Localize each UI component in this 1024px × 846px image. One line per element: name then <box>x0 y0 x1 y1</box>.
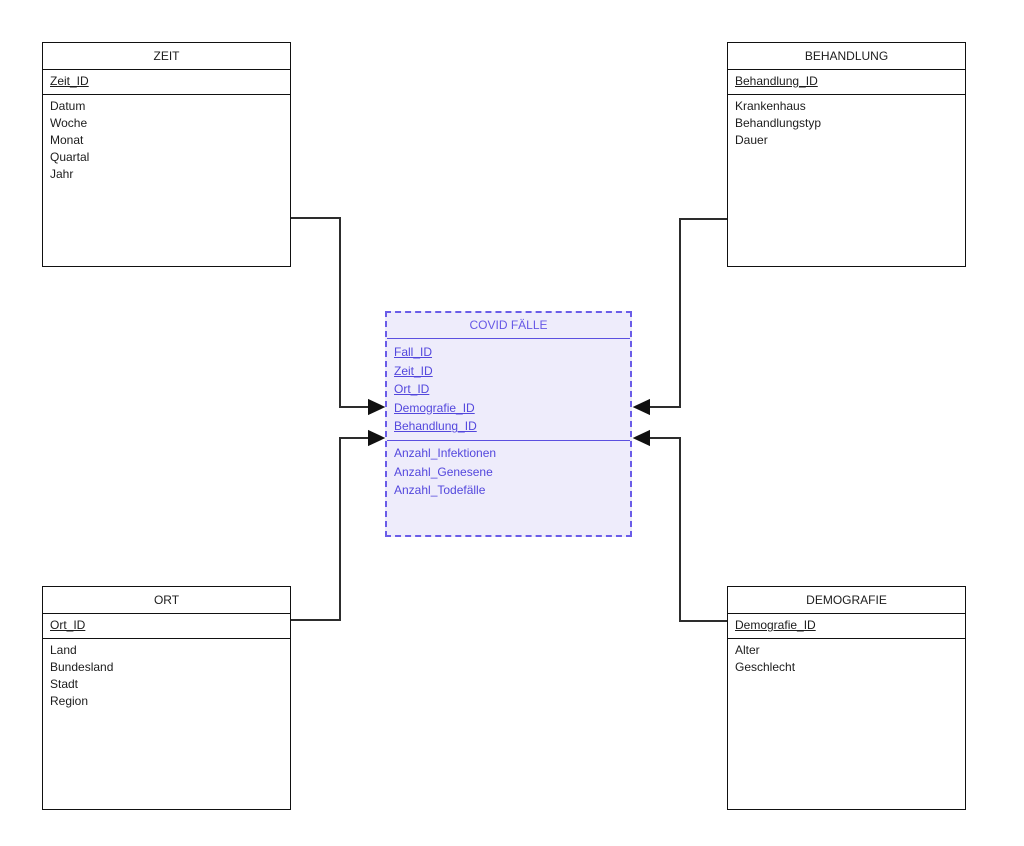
connector-behandlung-covid[interactable] <box>632 218 727 416</box>
attribute-field: Behandlungstyp <box>735 116 822 130</box>
attribute-field: Anzahl_Todefälle <box>394 483 486 498</box>
entity-behandlung-attributes: Krankenhaus Behandlungstyp Dauer <box>728 95 965 152</box>
pk-field: Zeit_ID <box>50 74 89 88</box>
arrowhead-icon <box>632 429 650 447</box>
entity-demografie-title: DEMOGRAFIE <box>728 587 965 614</box>
entity-ort-title: ORT <box>43 587 290 614</box>
entity-behandlung[interactable]: BEHANDLUNG Behandlung_ID Krankenhaus Beh… <box>727 42 966 267</box>
attribute-field: Anzahl_Genesene <box>394 464 493 479</box>
attribute-field: Datum <box>50 99 86 113</box>
pk-field: Demografie_ID <box>735 618 816 632</box>
entity-zeit-attributes: Datum Woche Monat Quartal Jahr <box>43 95 290 186</box>
connector-zeit-covid[interactable] <box>291 217 386 416</box>
attribute-field: Krankenhaus <box>735 99 806 113</box>
arrowhead-icon <box>368 398 386 416</box>
entity-behandlung-title: BEHANDLUNG <box>728 43 965 70</box>
entity-covid-faelle-attributes: Anzahl_Infektionen Anzahl_Genesene Anzah… <box>387 441 630 503</box>
attribute-field: Dauer <box>735 133 768 147</box>
entity-zeit-pk-section: Zeit_ID <box>43 70 290 95</box>
connector-demografie-covid[interactable] <box>632 429 727 622</box>
pk-field: Ort_ID <box>394 382 430 397</box>
pk-field: Demografie_ID <box>394 400 475 415</box>
entity-covid-faelle-title: COVID FÄLLE <box>387 313 630 339</box>
attribute-field: Stadt <box>50 677 79 691</box>
attribute-field: Region <box>50 694 89 708</box>
attribute-field: Jahr <box>50 167 74 181</box>
entity-ort-pk-section: Ort_ID <box>43 614 290 639</box>
attribute-field: Anzahl_Infektionen <box>394 445 497 460</box>
entity-zeit[interactable]: ZEIT Zeit_ID Datum Woche Monat Quartal J… <box>42 42 291 267</box>
entity-behandlung-pk-section: Behandlung_ID <box>728 70 965 95</box>
connector-ort-covid[interactable] <box>291 429 386 621</box>
arrowhead-icon <box>632 398 650 416</box>
arrowhead-icon <box>368 429 386 447</box>
attribute-field: Monat <box>50 133 84 147</box>
entity-demografie[interactable]: DEMOGRAFIE Demografie_ID Alter Geschlech… <box>727 586 966 810</box>
attribute-field: Bundesland <box>50 660 114 674</box>
pk-field: Zeit_ID <box>394 363 433 378</box>
pk-field: Behandlung_ID <box>735 74 818 88</box>
entity-demografie-pk-section: Demografie_ID <box>728 614 965 639</box>
attribute-field: Land <box>50 643 77 657</box>
entity-covid-faelle-pk-section: Fall_ID Zeit_ID Ort_ID Demografie_ID Beh… <box>387 339 630 441</box>
pk-field: Behandlung_ID <box>394 419 477 434</box>
entity-ort[interactable]: ORT Ort_ID Land Bundesland Stadt Region <box>42 586 291 810</box>
attribute-field: Quartal <box>50 150 90 164</box>
entity-demografie-attributes: Alter Geschlecht <box>728 639 965 679</box>
entity-ort-attributes: Land Bundesland Stadt Region <box>43 639 290 713</box>
attribute-field: Geschlecht <box>735 660 796 674</box>
entity-zeit-title: ZEIT <box>43 43 290 70</box>
entity-covid-faelle[interactable]: COVID FÄLLE Fall_ID Zeit_ID Ort_ID Demog… <box>385 311 632 537</box>
attribute-field: Woche <box>50 116 88 130</box>
attribute-field: Alter <box>735 643 760 657</box>
pk-field: Fall_ID <box>394 345 433 359</box>
pk-field: Ort_ID <box>50 618 86 632</box>
